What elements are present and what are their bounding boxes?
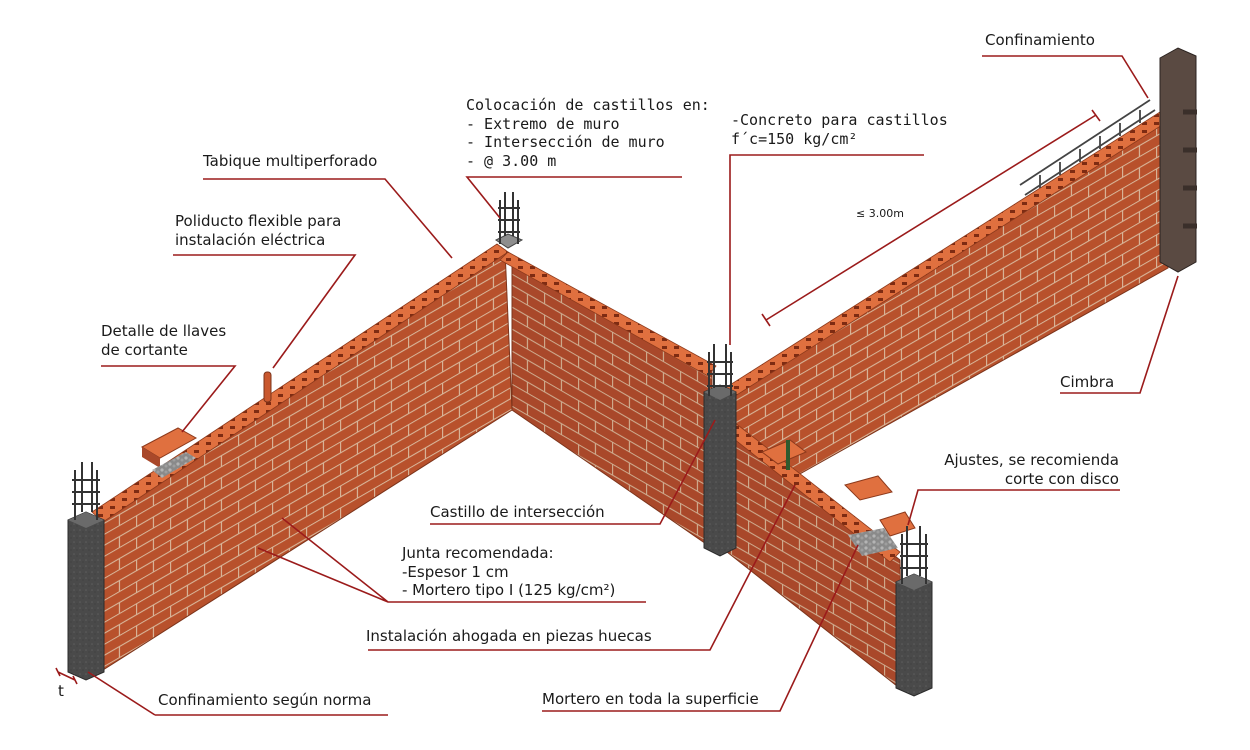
rebar-stub-icon xyxy=(786,440,790,470)
rebar-top-beam-icon xyxy=(1019,99,1156,196)
label-confinamiento-norma: Confinamiento según norma xyxy=(158,691,372,709)
colocacion-line-3: - Intersección de muro xyxy=(466,133,665,151)
llaves-line-2: de cortante xyxy=(101,340,188,359)
formwork-ribs xyxy=(1183,109,1197,229)
loose-brick-mid xyxy=(761,439,807,465)
concreto-line-1: -Concreto para castillos xyxy=(731,111,948,129)
ajustes-line-2: corte con disco xyxy=(1004,469,1119,488)
label-mortero: Mortero en toda la superficie xyxy=(542,690,759,708)
llaves-line-1: Detalle de llaves xyxy=(101,322,227,340)
column-left-end-top xyxy=(68,512,104,528)
label-poliducto: Poliducto flexible para instalación eléc… xyxy=(175,212,341,249)
rebar-cage-intersection-icon xyxy=(707,344,733,396)
column-left-end xyxy=(67,511,105,681)
loose-brick-right-1 xyxy=(844,475,893,501)
column-right-end xyxy=(895,573,933,697)
rebar-cage-corner-icon xyxy=(498,192,520,244)
label-ajustes: Ajustes, se recomienda corte con disco xyxy=(929,451,1119,488)
label-cimbra: Cimbra xyxy=(1060,373,1115,391)
column-intersection-top xyxy=(704,385,736,400)
junta-line-2: -Espesor 1 cm xyxy=(402,562,509,581)
wall-back-right xyxy=(724,117,1169,486)
poliducto-line-1: Poliducto flexible para xyxy=(175,212,342,230)
colocacion-line-2: - Extremo de muro xyxy=(466,114,620,133)
label-thickness-t: t xyxy=(58,682,64,700)
label-distancia: ≤ 3.00m xyxy=(856,207,904,220)
gravel-patch-left xyxy=(152,452,196,478)
loose-brick-left-side xyxy=(142,447,160,468)
label-colocacion-castillos: Colocación de castillos en: - Extremo de… xyxy=(466,96,710,170)
rebar-cage-right-icon xyxy=(900,526,928,584)
label-junta: Junta recomendada: -Espesor 1 cm - Morte… xyxy=(402,544,615,600)
junta-line-1: Junta recomendada: xyxy=(402,544,554,562)
wall-front-left xyxy=(99,249,513,671)
junta-line-3: - Mortero tipo I (125 kg/cm²) xyxy=(402,581,616,599)
colocacion-line-1: Colocación de castillos en: xyxy=(466,96,710,114)
gravel-patch-right xyxy=(848,528,898,556)
column-intersection xyxy=(703,384,737,557)
colocacion-line-4: - @ 3.00 m xyxy=(466,151,557,170)
column-right-end-top xyxy=(896,574,932,590)
concreto-line-2: f´c=150 kg/cm² xyxy=(731,129,858,148)
formwork-cimbra xyxy=(1159,47,1197,273)
label-confinamiento: Confinamiento xyxy=(985,31,1095,49)
conduit-pipe-icon xyxy=(263,371,272,403)
label-llaves-cortante: Detalle de llaves de cortante xyxy=(101,322,226,359)
ajustes-line-1: Ajustes, se recomienda xyxy=(944,451,1119,469)
poliducto-line-2: instalación eléctrica xyxy=(175,230,326,249)
label-tabique: Tabique multiperforado xyxy=(203,152,378,170)
rebar-cage-left-icon xyxy=(72,462,100,520)
label-concreto-castillos: -Concreto para castillos f´c=150 kg/cm² xyxy=(731,111,948,148)
callout-lines xyxy=(55,55,1179,716)
label-castillo-interseccion: Castillo de intersección xyxy=(430,503,605,521)
label-instalacion: Instalación ahogada en piezas huecas xyxy=(366,627,652,645)
